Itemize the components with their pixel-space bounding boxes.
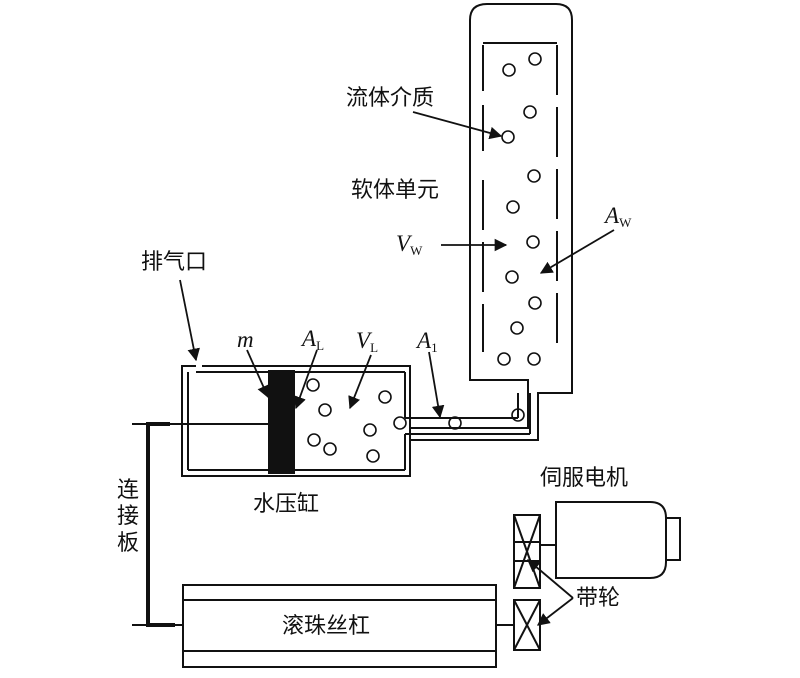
pulley-shapes bbox=[513, 514, 541, 651]
piston-mass bbox=[268, 370, 295, 474]
soft-unit-inner-wall bbox=[482, 42, 558, 355]
symbol-m: m bbox=[237, 327, 254, 352]
label-vent: 排气口 bbox=[141, 250, 208, 275]
servo-motor-shape bbox=[540, 501, 681, 579]
label-pulley: 带轮 bbox=[576, 586, 621, 611]
symbol-v-l: VL bbox=[356, 328, 379, 355]
water-cylinder-outline bbox=[181, 365, 411, 477]
symbol-v-w: VW bbox=[396, 231, 423, 258]
symbol-a-1: A1 bbox=[417, 328, 438, 355]
connecting-plate-shape bbox=[146, 422, 175, 627]
leader-arrows bbox=[179, 111, 615, 626]
symbol-a-w: AW bbox=[605, 203, 632, 230]
label-ball-screw: 滚珠丝杠 bbox=[282, 614, 371, 639]
symbol-a-l: AL bbox=[302, 326, 325, 353]
label-connecting-plate: 连接板 bbox=[116, 478, 139, 556]
label-fluid-medium: 流体介质 bbox=[346, 86, 435, 111]
label-soft-unit: 软体单元 bbox=[351, 178, 440, 203]
label-water-cylinder: 水压缸 bbox=[253, 492, 320, 517]
label-servo-motor: 伺服电机 bbox=[540, 466, 629, 491]
soft-unit-outline bbox=[409, 3, 573, 441]
